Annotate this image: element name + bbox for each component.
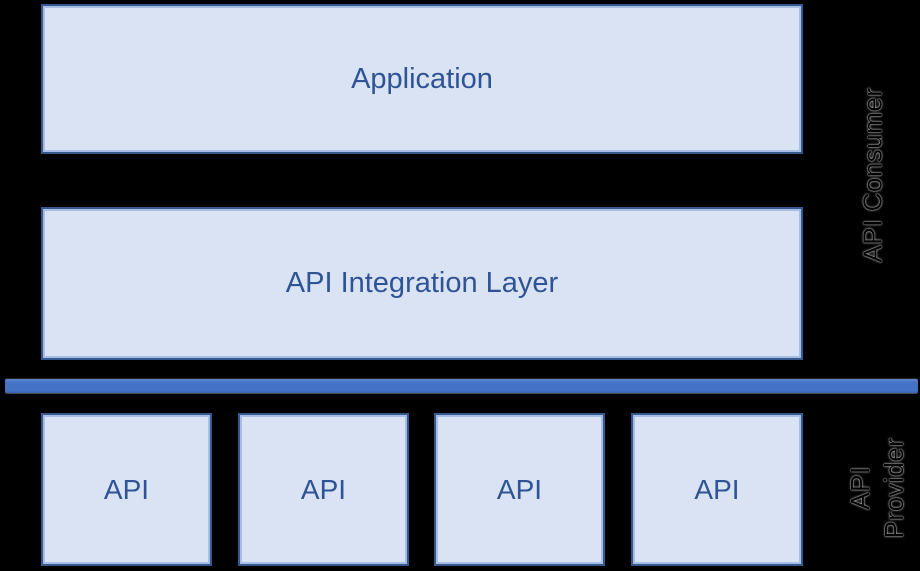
application-label: Application [351, 62, 493, 95]
api-provider-side-label: API Provider [843, 438, 911, 539]
consumer-provider-divider-line [5, 379, 918, 393]
api-integration-layer-box: API Integration Layer [41, 207, 803, 360]
api-box-4: API [631, 413, 803, 566]
api-box-1-label: API [103, 473, 150, 505]
api-box-1: API [41, 413, 212, 566]
api-box-2: API [238, 413, 409, 566]
api-box-3-label: API [496, 473, 543, 505]
api-provider-side-label-line1: API [845, 466, 875, 510]
api-provider-side-label-line2: Provider [879, 437, 909, 539]
application-box: Application [41, 4, 803, 154]
api-box-2-label: API [300, 473, 347, 505]
api-integration-layer-label: API Integration Layer [285, 267, 559, 299]
api-consumer-side-label: API Consumer [857, 87, 888, 263]
api-box-4-label: API [694, 473, 740, 505]
api-box-3: API [434, 413, 605, 566]
